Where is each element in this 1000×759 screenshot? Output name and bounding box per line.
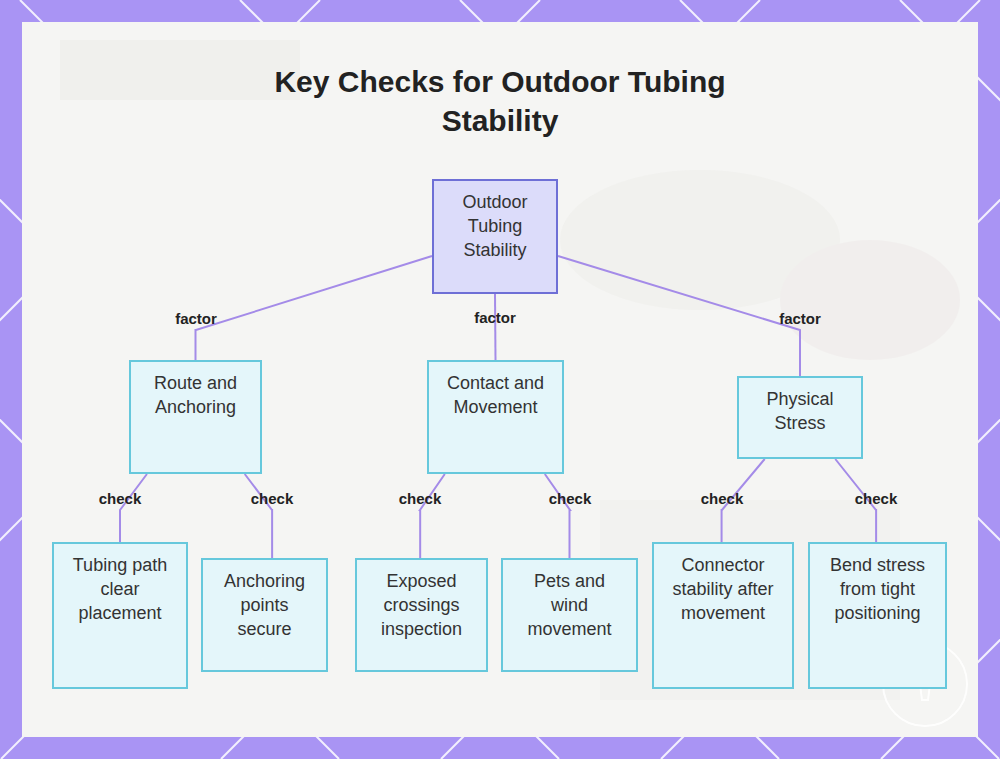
category-box: Connector stability after movement bbox=[652, 542, 794, 689]
category-box: Contact and Movement bbox=[427, 360, 564, 474]
edge-label: check bbox=[549, 490, 592, 508]
connector-line bbox=[558, 256, 800, 376]
node-label: Connector stability after movement bbox=[670, 553, 776, 625]
node-label: Contact and Movement bbox=[445, 371, 546, 419]
edge-label: factor bbox=[175, 310, 217, 328]
node-label: Route and Anchoring bbox=[147, 371, 244, 419]
edge-label: factor bbox=[779, 310, 821, 328]
category-box: Physical Stress bbox=[737, 376, 863, 459]
edge-label: check bbox=[251, 490, 294, 508]
node-label: Bend stress from tight positioning bbox=[826, 553, 929, 625]
connector-line bbox=[196, 256, 433, 360]
connector-line bbox=[545, 474, 570, 558]
node-label: Anchoring points secure bbox=[219, 569, 310, 641]
node-label: Physical Stress bbox=[755, 387, 845, 435]
root-box: Outdoor Tubing Stability bbox=[432, 179, 558, 294]
connector-line bbox=[420, 474, 445, 558]
connector-line bbox=[120, 474, 147, 542]
content-panel bbox=[22, 22, 978, 737]
category-box: Route and Anchoring bbox=[129, 360, 262, 474]
category-box: Tubing path clear placement bbox=[52, 542, 188, 689]
diagram-title: Key Checks for Outdoor Tubing Stability bbox=[240, 62, 760, 140]
category-box: Bend stress from tight positioning bbox=[808, 542, 947, 689]
node-label: Pets and wind movement bbox=[519, 569, 620, 641]
category-box: Anchoring points secure bbox=[201, 558, 328, 672]
category-box: Exposed crossings inspection bbox=[355, 558, 488, 672]
edge-label: factor bbox=[474, 309, 516, 327]
edge-label: check bbox=[855, 490, 898, 508]
node-label: Outdoor Tubing Stability bbox=[450, 190, 540, 262]
connector-line bbox=[245, 474, 272, 558]
edge-label: check bbox=[399, 490, 442, 508]
faded-photo bbox=[60, 40, 960, 700]
category-box: Pets and wind movement bbox=[501, 558, 638, 672]
edge-label: check bbox=[99, 490, 142, 508]
node-label: Exposed crossings inspection bbox=[373, 569, 470, 641]
connector-line bbox=[494, 294, 497, 360]
edge-label: check bbox=[701, 490, 744, 508]
node-label: Tubing path clear placement bbox=[70, 553, 170, 625]
